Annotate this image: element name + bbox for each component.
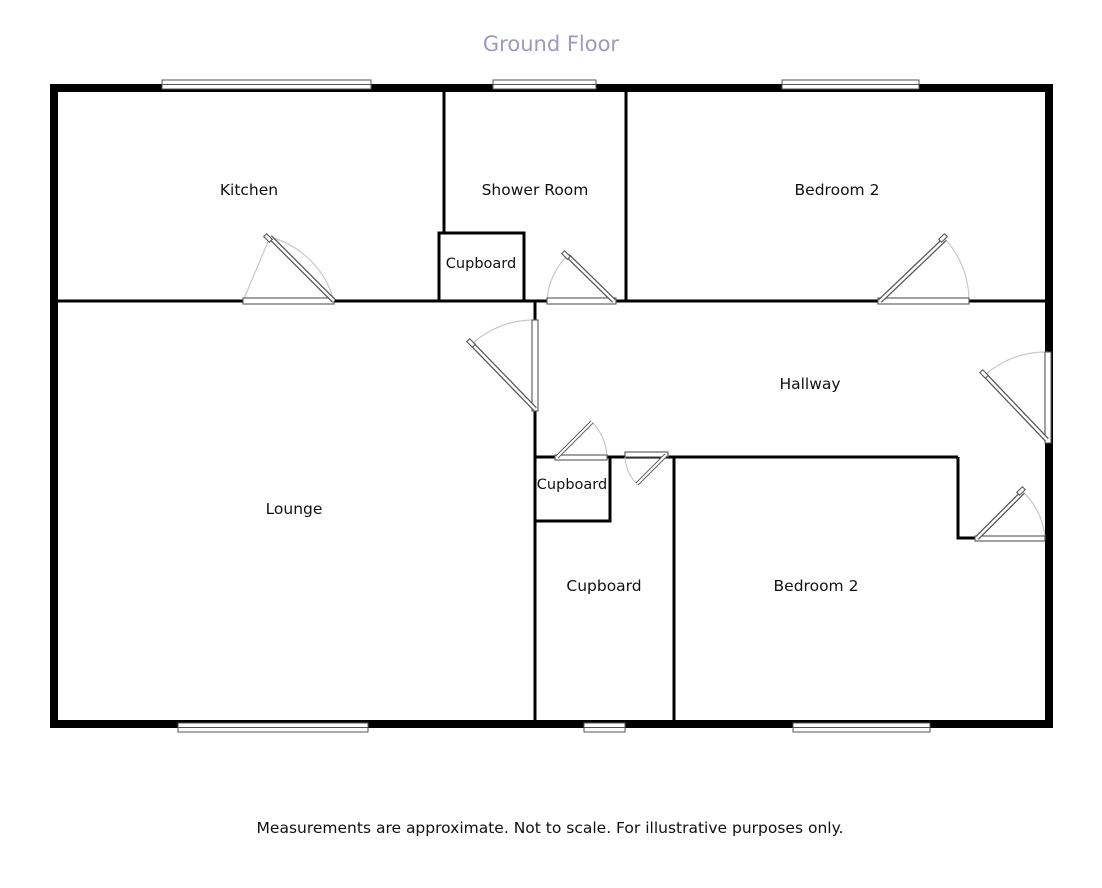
door-cupboard-lower bbox=[624, 451, 669, 486]
room-label-cupboard-shower: Cupboard bbox=[446, 256, 516, 272]
door-bedroom-top bbox=[877, 232, 970, 305]
door-front bbox=[978, 351, 1052, 444]
room-label-bedroom-bottom: Bedroom 2 bbox=[774, 577, 859, 595]
window-kitchen bbox=[161, 79, 372, 90]
room-label-shower-room: Shower Room bbox=[482, 181, 589, 199]
room-label-hallway: Hallway bbox=[779, 375, 840, 393]
room-label-cupboard-hall: Cupboard bbox=[537, 477, 607, 493]
window-shower-room bbox=[492, 79, 597, 90]
room-label-bedroom-top: Bedroom 2 bbox=[795, 181, 880, 199]
window-bedroom-top bbox=[781, 79, 920, 90]
disclaimer-note: Measurements are approximate. Not to sca… bbox=[256, 819, 844, 837]
room-label-cupboard-lower: Cupboard bbox=[566, 577, 641, 595]
room-label-kitchen: Kitchen bbox=[220, 181, 278, 199]
window-bedroom-bottom bbox=[792, 722, 931, 733]
floor-plan-title: Ground Floor bbox=[482, 32, 620, 56]
window-lounge bbox=[177, 722, 369, 733]
window-cupboard bbox=[583, 722, 626, 733]
door-lounge bbox=[465, 319, 539, 412]
door-bedroom-bottom bbox=[974, 485, 1046, 542]
room-label-lounge: Lounge bbox=[266, 500, 323, 518]
door-kitchen bbox=[242, 232, 336, 305]
door-cupboard-small bbox=[554, 420, 608, 461]
door-shower-room bbox=[546, 249, 617, 305]
